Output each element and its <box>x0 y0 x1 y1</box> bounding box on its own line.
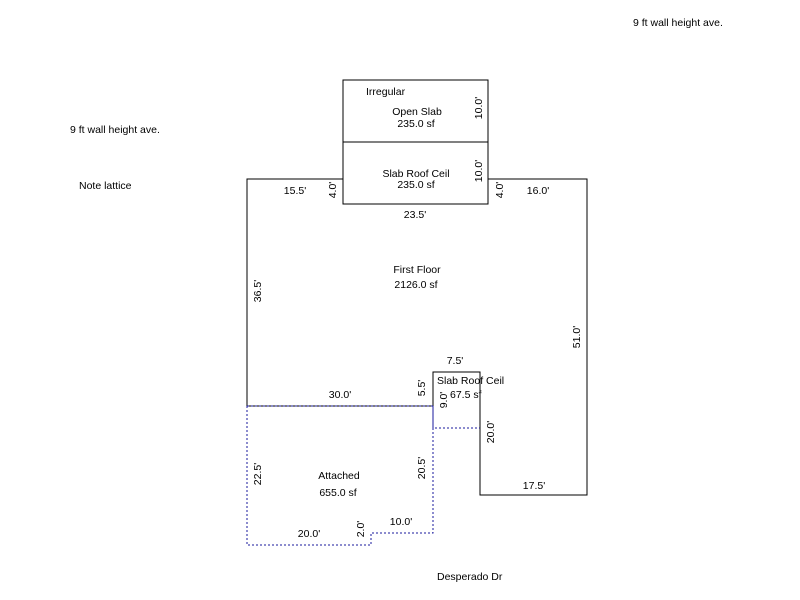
slab-roof-top-outline <box>342 141 489 205</box>
wall-height-note-left: 9 ft wall height ave. <box>70 124 160 136</box>
open-slab-size: 235.0 sf <box>397 118 434 130</box>
street-name: Desperado Dr <box>437 571 503 583</box>
dim-attached-left: 22.5' <box>252 463 264 485</box>
dim-top-left: 15.5' <box>284 185 306 197</box>
wall-height-note-top: 9 ft wall height ave. <box>633 17 723 29</box>
dim-attached-bottom: 20.0' <box>298 528 320 540</box>
dim-left-side: 36.5' <box>252 280 264 302</box>
open-slab-tag: Irregular <box>366 86 406 98</box>
small-slab-bottom-edge <box>432 406 480 429</box>
first-floor-name: First Floor <box>393 264 441 276</box>
open-slab-name: Open Slab <box>392 106 442 118</box>
first-floor-size: 2126.0 sf <box>394 279 437 291</box>
dim-small-inner: 9.0' <box>438 392 450 409</box>
slab-roof-small-name: Slab Roof Ceil <box>437 375 504 387</box>
dim-bottom-left: 30.0' <box>329 389 351 401</box>
dim-notch-left: 4.0' <box>327 182 339 199</box>
dim-small-left: 5.5' <box>416 380 428 397</box>
dim-notch-right: 4.0' <box>494 182 506 199</box>
dim-attached-right: 20.5' <box>416 457 428 479</box>
attached-outline <box>246 406 434 546</box>
dim-open-slab-height: 10.0' <box>473 97 485 119</box>
dim-step-right: 20.0' <box>485 421 497 443</box>
slab-roof-top-name: Slab Roof Ceil <box>382 168 449 180</box>
slab-roof-top-size: 235.0 sf <box>397 179 434 191</box>
dim-top-right: 16.0' <box>527 185 549 197</box>
lattice-note: Note lattice <box>79 180 132 192</box>
dim-bottom-right: 17.5' <box>523 480 545 492</box>
dim-small-width: 7.5' <box>447 355 464 367</box>
dim-attached-step: 2.0' <box>355 521 367 538</box>
slab-roof-small-size: 67.5 sf <box>450 389 482 401</box>
dim-slab-top-height: 10.0' <box>473 160 485 182</box>
dim-attached-bottom-right: 10.0' <box>390 516 412 528</box>
dim-slab-width: 23.5' <box>404 209 426 221</box>
attached-name: Attached <box>318 470 360 482</box>
first-floor-outline <box>246 178 588 496</box>
dim-right-side: 51.0' <box>571 326 583 348</box>
attached-size: 655.0 sf <box>319 487 356 499</box>
